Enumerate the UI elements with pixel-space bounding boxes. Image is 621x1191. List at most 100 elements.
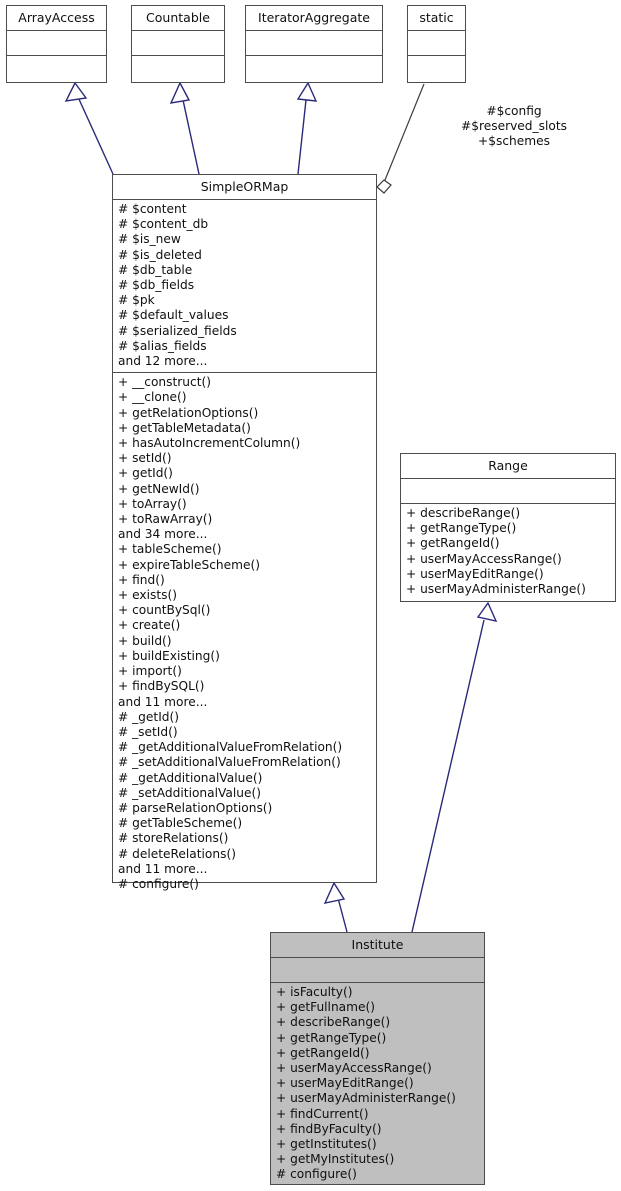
class-member: + toArray()	[118, 496, 187, 511]
class-box-range[interactable]: Range + describeRange()+ getRangeType()+…	[400, 453, 616, 602]
class-member: # $serialized_fields	[118, 323, 237, 338]
class-member: # storeRelations()	[118, 831, 229, 846]
class-member: # getTableScheme()	[118, 816, 243, 831]
class-member: + buildExisting()	[118, 648, 220, 663]
class-member: and 34 more...	[118, 527, 208, 542]
class-member: # _getAdditionalValue()	[118, 770, 263, 785]
class-member: + getMyInstitutes()	[276, 1152, 395, 1167]
class-box-institute[interactable]: Institute + isFaculty()+ getFullname()+ …	[270, 932, 485, 1185]
class-operations-array-access	[7, 56, 106, 82]
class-member: # parseRelationOptions()	[118, 800, 273, 815]
class-operations-countable	[132, 56, 224, 82]
class-member: + hasAutoIncrementColumn()	[118, 436, 301, 451]
class-member: + build()	[118, 633, 172, 648]
class-name-array-access: ArrayAccess	[7, 6, 106, 31]
class-member: # $pk	[118, 293, 155, 308]
class-member: + getRangeId()	[276, 1045, 370, 1060]
class-member: + getTableMetadata()	[118, 420, 251, 435]
class-member: # _getAdditionalValueFromRelation()	[118, 740, 343, 755]
class-member: # $is_deleted	[118, 247, 202, 262]
class-name-countable: Countable	[132, 6, 224, 31]
class-name-simple-or-map: SimpleORMap	[113, 175, 376, 200]
class-member: and 12 more...	[118, 354, 208, 369]
class-member: + __clone()	[118, 390, 187, 405]
class-box-static[interactable]: static	[407, 5, 466, 83]
class-member: # $db_fields	[118, 278, 195, 293]
class-member: + findBySQL()	[118, 679, 205, 694]
class-member: + getRelationOptions()	[118, 405, 259, 420]
class-member: # _getId()	[118, 709, 180, 724]
edge-label-line-1: #$config	[486, 104, 542, 118]
class-member: # configure()	[118, 876, 199, 891]
class-attributes-array-access	[7, 31, 106, 56]
class-operations-static	[408, 56, 465, 82]
class-name-iterator-aggregate: IteratorAggregate	[246, 6, 382, 31]
class-name-institute: Institute	[271, 933, 484, 958]
class-member: + create()	[118, 618, 181, 633]
class-attributes-simple-or-map: # $content# $content_db# $is_new# $is_de…	[113, 200, 376, 374]
edge-simpleormap-to-iteratoraggregate	[296, 81, 318, 175]
class-name-range: Range	[401, 454, 615, 479]
class-member: + getInstitutes()	[276, 1137, 377, 1152]
class-box-array-access[interactable]: ArrayAccess	[6, 5, 107, 83]
class-member: + toRawArray()	[118, 512, 213, 527]
class-attributes-range	[401, 479, 615, 504]
class-member: + userMayAdministerRange()	[406, 582, 586, 597]
class-member: + findCurrent()	[276, 1106, 369, 1121]
edge-label-static-association: #$config #$reserved_slots +$schemes	[414, 104, 614, 149]
class-member: + getRangeId()	[406, 536, 500, 551]
class-member: + describeRange()	[276, 1015, 391, 1030]
class-member: + __construct()	[118, 375, 212, 390]
class-member: # $default_values	[118, 308, 229, 323]
edge-institute-to-range	[411, 601, 498, 933]
class-member: # $alias_fields	[118, 338, 207, 353]
class-member: + setId()	[118, 451, 172, 466]
class-attributes-countable	[132, 31, 224, 56]
class-member: and 11 more...	[118, 694, 208, 709]
class-operations-iterator-aggregate	[246, 56, 382, 82]
class-member: # deleteRelations()	[118, 846, 236, 861]
class-member: # $content	[118, 202, 187, 216]
edge-label-line-2: #$reserved_slots	[461, 119, 567, 133]
class-member: + getRangeType()	[406, 521, 517, 536]
class-member: and 11 more...	[118, 861, 208, 876]
class-member: + userMayEditRange()	[406, 566, 544, 581]
class-member: + userMayEditRange()	[276, 1076, 414, 1091]
class-operations-institute: + isFaculty()+ getFullname()+ describeRa…	[271, 983, 484, 1186]
class-box-iterator-aggregate[interactable]: IteratorAggregate	[245, 5, 383, 83]
class-member: # $content_db	[118, 217, 209, 232]
class-member: + getId()	[118, 466, 173, 481]
class-member: # configure()	[276, 1167, 357, 1182]
edge-simpleormap-to-countable	[169, 81, 200, 175]
class-box-countable[interactable]: Countable	[131, 5, 225, 83]
class-member: + findByFaculty()	[276, 1121, 382, 1136]
class-member: # $db_table	[118, 262, 193, 277]
class-member: + userMayAccessRange()	[276, 1061, 432, 1076]
class-member: # _setAdditionalValue()	[118, 785, 261, 800]
class-member: + userMayAdministerRange()	[276, 1091, 456, 1106]
class-attributes-institute	[271, 958, 484, 983]
class-member: # $is_new	[118, 232, 181, 247]
class-member: + getRangeType()	[276, 1030, 387, 1045]
class-member: + isFaculty()	[276, 985, 353, 999]
class-member: + find()	[118, 572, 165, 587]
class-name-static: static	[408, 6, 465, 31]
class-member: + userMayAccessRange()	[406, 551, 562, 566]
class-operations-simple-or-map: + __construct()+ __clone()+ getRelationO…	[113, 373, 376, 895]
class-member: + getFullname()	[276, 1000, 376, 1015]
class-box-simple-or-map[interactable]: SimpleORMap # $content# $content_db# $is…	[112, 174, 377, 891]
edge-label-line-3: +$schemes	[478, 134, 550, 148]
class-member: + import()	[118, 664, 182, 679]
class-operations-range: + describeRange()+ getRangeType()+ getRa…	[401, 504, 615, 600]
class-attributes-iterator-aggregate	[246, 31, 382, 56]
class-member: + exists()	[118, 588, 177, 603]
class-attributes-static	[408, 31, 465, 56]
class-member: + tableScheme()	[118, 542, 222, 557]
class-member: + getNewId()	[118, 481, 200, 496]
class-member: + countBySql()	[118, 603, 211, 618]
class-member: # _setId()	[118, 724, 178, 739]
class-member: + expireTableScheme()	[118, 557, 260, 572]
class-member: # _setAdditionalValueFromRelation()	[118, 755, 341, 770]
class-member: + describeRange()	[406, 506, 521, 520]
